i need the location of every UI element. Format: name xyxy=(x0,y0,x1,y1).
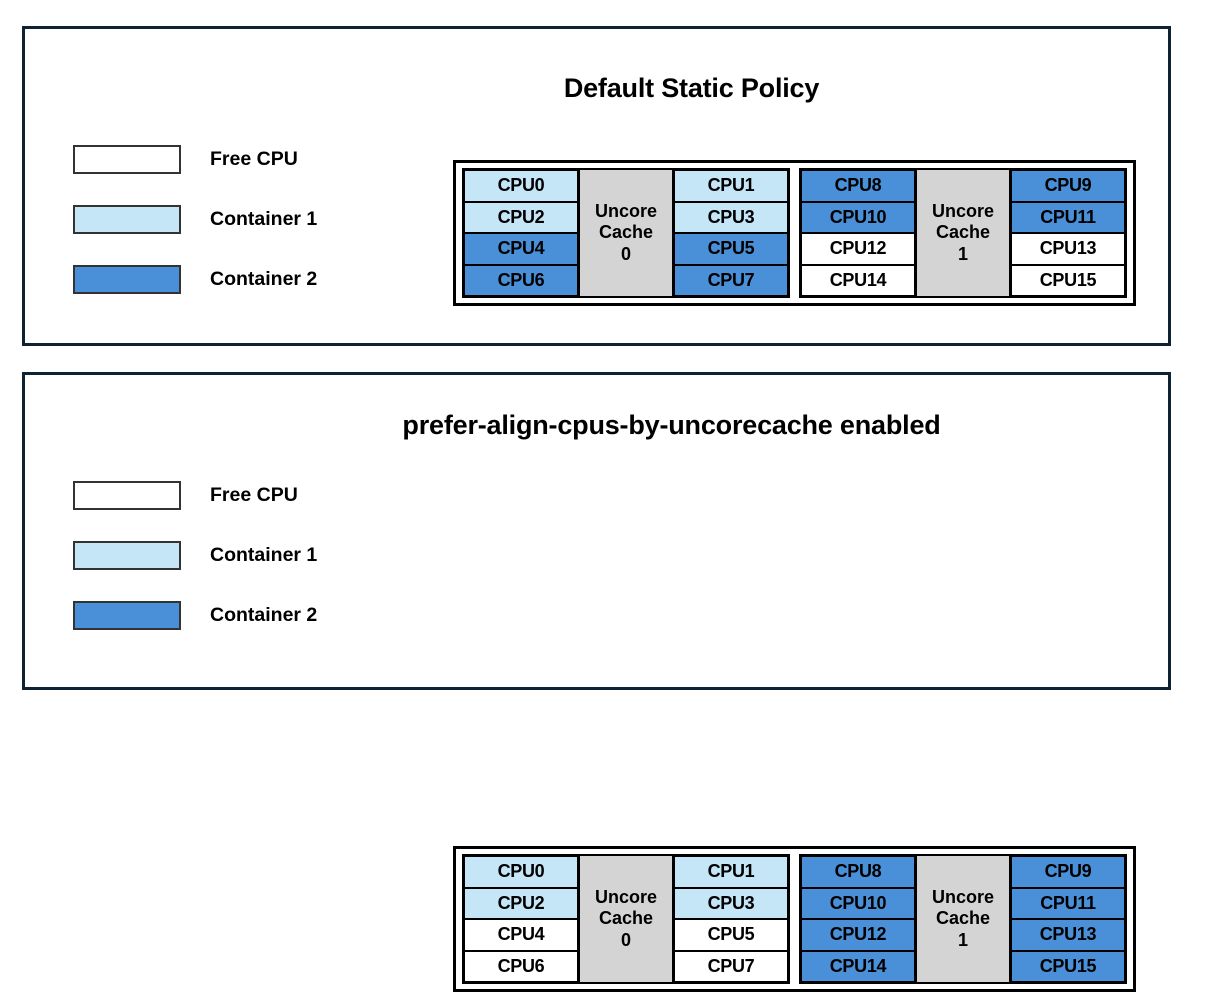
legend-label-container-2: Container 2 xyxy=(210,603,318,626)
diagram-panel-prefer-align-enabled: prefer-align-cpus-by-uncorecache enabled… xyxy=(22,372,1171,992)
page-title: Default Static Policy xyxy=(563,73,820,103)
cpu-cell: CPU9 xyxy=(1011,170,1125,202)
cpu-cell: CPU6 xyxy=(464,264,578,296)
uncore-cache-group-1: CPU8 CPU10 CPU12 CPU14 Uncore Cache 1 CP… xyxy=(799,854,1127,984)
legend-label-container-2: Container 2 xyxy=(210,267,318,290)
uncore-line-2: Cache xyxy=(598,222,654,243)
cpu-cell: CPU15 xyxy=(1011,950,1125,982)
cpu-cell: CPU1 xyxy=(674,170,788,202)
uncore-cache-label-1: Uncore Cache 1 xyxy=(915,170,1011,296)
legend-label-free-cpu: Free CPU xyxy=(210,147,298,170)
legend-item-container-1: Container 1 xyxy=(73,189,317,249)
cpu-cell: CPU11 xyxy=(1011,887,1125,919)
legend-swatch-container-2 xyxy=(73,264,181,294)
uncore-line-1: Uncore xyxy=(931,201,994,222)
cpu-column-left: CPU0 CPU2 CPU4 CPU6 xyxy=(464,170,578,296)
legend-swatch-container-1 xyxy=(73,540,181,570)
cpu-cell: CPU1 xyxy=(674,856,788,888)
cpu-cell: CPU14 xyxy=(801,950,915,982)
cpu-cell: CPU13 xyxy=(1011,919,1125,951)
page-title: prefer-align-cpus-by-uncorecache enabled xyxy=(402,410,941,440)
uncore-line-3: 1 xyxy=(957,929,968,950)
cpu-cell: CPU7 xyxy=(674,950,788,982)
cpu-cell: CPU11 xyxy=(1011,201,1125,233)
cpu-cell: CPU8 xyxy=(801,170,915,202)
cpu-column-left: CPU8 CPU10 CPU12 CPU14 xyxy=(801,856,915,982)
cpu-cell: CPU0 xyxy=(464,170,578,202)
cpu-cell: CPU0 xyxy=(464,856,578,888)
cpu-cell: CPU5 xyxy=(674,919,788,951)
uncore-cache-group-0: CPU0 CPU2 CPU4 CPU6 Uncore Cache 0 CPU1 … xyxy=(462,854,790,984)
uncore-line-2: Cache xyxy=(935,908,991,929)
cpu-column-left: CPU8 CPU10 CPU12 CPU14 xyxy=(801,170,915,296)
cpu-cell: CPU4 xyxy=(464,919,578,951)
cpu-column-right: CPU1 CPU3 CPU5 CPU7 xyxy=(674,856,788,982)
legend-swatch-container-2 xyxy=(73,600,181,630)
legend: Free CPU Container 1 Container 2 xyxy=(73,129,317,309)
legend-item-container-2: Container 2 xyxy=(73,585,317,645)
uncore-cache-label-1: Uncore Cache 1 xyxy=(915,856,1011,982)
cpu-cell: CPU2 xyxy=(464,201,578,233)
cpu-cell: CPU3 xyxy=(674,201,788,233)
uncore-line-1: Uncore xyxy=(594,201,657,222)
legend: Free CPU Container 1 Container 2 xyxy=(73,465,317,645)
cpu-column-right: CPU1 CPU3 CPU5 CPU7 xyxy=(674,170,788,296)
cpu-cell: CPU7 xyxy=(674,264,788,296)
cpu-cell: CPU6 xyxy=(464,950,578,982)
cpu-cell: CPU12 xyxy=(801,919,915,951)
uncore-cache-group-0: CPU0 CPU2 CPU4 CPU6 Uncore Cache 0 CPU1 … xyxy=(462,168,790,298)
legend-item-container-1: Container 1 xyxy=(73,525,317,585)
cpu-cell: CPU10 xyxy=(801,201,915,233)
cpu-cell: CPU13 xyxy=(1011,233,1125,265)
cpu-cell: CPU8 xyxy=(801,856,915,888)
uncore-line-3: 0 xyxy=(620,243,631,264)
cpu-cell: CPU15 xyxy=(1011,264,1125,296)
legend-item-free-cpu: Free CPU xyxy=(73,129,317,189)
cpu-cell: CPU5 xyxy=(674,233,788,265)
uncore-line-3: 0 xyxy=(620,929,631,950)
cpu-cell: CPU2 xyxy=(464,887,578,919)
legend-swatch-free-cpu xyxy=(73,480,181,510)
legend-label-free-cpu: Free CPU xyxy=(210,483,298,506)
legend-label-container-1: Container 1 xyxy=(210,543,318,566)
legend-swatch-free-cpu xyxy=(73,144,181,174)
cpu-topology-diagram: CPU0 CPU2 CPU4 CPU6 Uncore Cache 0 CPU1 … xyxy=(453,846,1136,992)
uncore-line-2: Cache xyxy=(935,222,991,243)
uncore-line-3: 1 xyxy=(957,243,968,264)
cpu-cell: CPU9 xyxy=(1011,856,1125,888)
uncore-line-1: Uncore xyxy=(931,887,994,908)
cpu-cell: CPU14 xyxy=(801,264,915,296)
legend-label-container-1: Container 1 xyxy=(210,207,318,230)
cpu-column-right: CPU9 CPU11 CPU13 CPU15 xyxy=(1011,856,1125,982)
diagram-panel-default-static-policy: Default Static Policy Free CPU Container… xyxy=(22,26,1171,346)
uncore-line-2: Cache xyxy=(598,908,654,929)
uncore-line-1: Uncore xyxy=(594,887,657,908)
cpu-cell: CPU4 xyxy=(464,233,578,265)
cpu-column-right: CPU9 CPU11 CPU13 CPU15 xyxy=(1011,170,1125,296)
cpu-cell: CPU3 xyxy=(674,887,788,919)
cpu-cell: CPU12 xyxy=(801,233,915,265)
legend-item-container-2: Container 2 xyxy=(73,249,317,309)
legend-swatch-container-1 xyxy=(73,204,181,234)
uncore-cache-group-1: CPU8 CPU10 CPU12 CPU14 Uncore Cache 1 CP… xyxy=(799,168,1127,298)
uncore-cache-label-0: Uncore Cache 0 xyxy=(578,856,674,982)
cpu-cell: CPU10 xyxy=(801,887,915,919)
cpu-topology-diagram: CPU0 CPU2 CPU4 CPU6 Uncore Cache 0 CPU1 … xyxy=(453,160,1136,306)
uncore-cache-label-0: Uncore Cache 0 xyxy=(578,170,674,296)
cpu-column-left: CPU0 CPU2 CPU4 CPU6 xyxy=(464,856,578,982)
legend-item-free-cpu: Free CPU xyxy=(73,465,317,525)
